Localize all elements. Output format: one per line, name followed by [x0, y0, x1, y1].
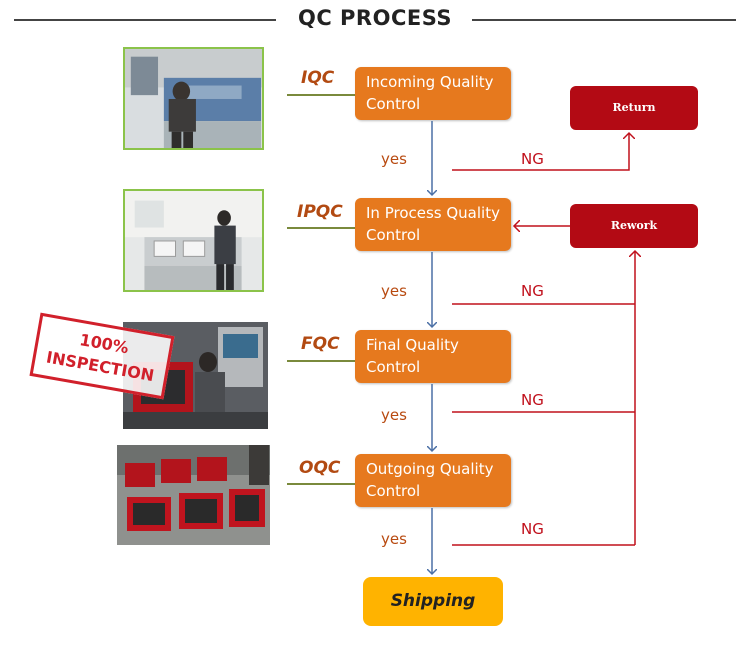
abbr-connector-fqc: [287, 360, 355, 362]
stage-abbr-iqc: IQC: [301, 68, 335, 88]
iqc-photo: [123, 47, 264, 150]
step-outgoing-quality-control: Outgoing Quality Control: [355, 454, 511, 507]
ng-label-ipqc: NG: [521, 282, 544, 300]
oqc-photo: [117, 445, 270, 545]
yes-label-fqc: yes: [381, 406, 407, 424]
yes-label-ipqc: yes: [381, 282, 407, 300]
abbr-connector-ipqc: [287, 227, 355, 229]
shipping-box: Shipping: [363, 577, 503, 626]
stage-abbr-ipqc: IPQC: [297, 202, 343, 222]
step-incoming-quality-control: Incoming Quality Control: [355, 67, 511, 120]
page-title: QC PROCESS: [0, 6, 750, 30]
yes-label-oqc: yes: [381, 530, 407, 548]
step-final-quality-control: Final Quality Control: [355, 330, 511, 383]
stage-abbr-oqc: OQC: [299, 458, 341, 478]
ng-line-iqc-return: [452, 133, 629, 171]
title-rule-left: [14, 19, 276, 21]
abbr-connector-iqc: [287, 94, 355, 96]
ng-label-oqc: NG: [521, 520, 544, 538]
rework-box: Rework: [570, 204, 698, 248]
abbr-connector-oqc: [287, 483, 355, 485]
ng-label-iqc: NG: [521, 150, 544, 168]
stage-abbr-fqc: FQC: [301, 334, 340, 354]
ng-label-fqc: NG: [521, 391, 544, 409]
return-box: Return: [570, 86, 698, 130]
title-rule-right: [472, 19, 736, 21]
yes-label-iqc: yes: [381, 150, 407, 168]
ipqc-photo: [123, 189, 264, 292]
step-in-process-quality-control: In Process Quality Control: [355, 198, 511, 251]
